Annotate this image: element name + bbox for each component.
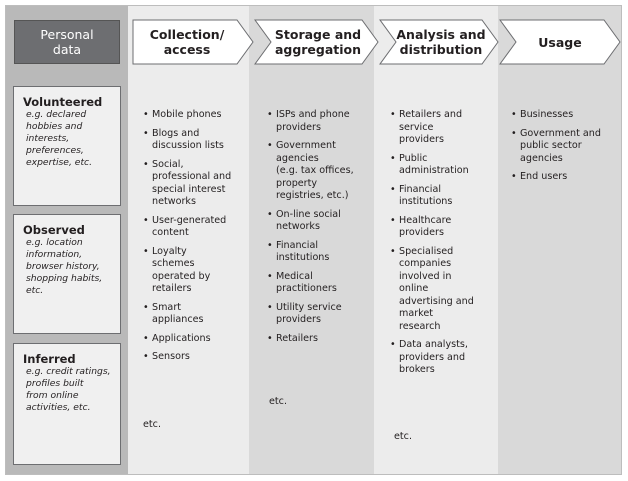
- list-item: Medical practitioners: [267, 271, 373, 296]
- list-item: Mobile phones: [143, 109, 247, 122]
- diagram-frame: [5, 5, 622, 475]
- data-type-volunteered: Volunteered e.g. declared hobbies and in…: [13, 86, 121, 206]
- data-type-description: e.g. declared hobbies and interests, pre…: [26, 109, 93, 168]
- list-item: Government agencies (e.g. tax offices, p…: [267, 140, 373, 203]
- list-item: ISPs and phone providers: [267, 109, 373, 134]
- list-item: Public administration: [390, 153, 496, 178]
- list-item: Healthcare providers: [390, 215, 496, 240]
- list-item: Government and public sector agencies: [511, 128, 619, 166]
- list-item: Financial institutions: [267, 240, 373, 265]
- stage-arrow-collection: [132, 19, 254, 65]
- list-item: Blogs and discussion lists: [143, 128, 247, 153]
- personal-data-header: Personal data: [14, 20, 120, 64]
- list-item: Businesses: [511, 109, 619, 122]
- list-item: Loyalty schemes operated by retailers: [143, 246, 247, 296]
- list-item: Data analysts, providers and brokers: [390, 339, 496, 377]
- storage-list: ISPs and phone providers Government agen…: [267, 109, 373, 351]
- usage-column: [498, 6, 621, 474]
- list-item: Financial institutions: [390, 184, 496, 209]
- data-type-observed: Observed e.g. location information, brow…: [13, 214, 121, 334]
- stage-label-storage: Storage and aggregation: [274, 27, 362, 57]
- stage-arrow-usage: [499, 19, 621, 65]
- stage-label-usage: Usage: [538, 34, 582, 50]
- stage-label-collection: Collection/ access: [149, 27, 225, 57]
- list-item: Utility service providers: [267, 302, 373, 327]
- list-item: Applications: [143, 333, 247, 346]
- analysis-list: Retailers and service providers Public a…: [390, 109, 496, 383]
- list-item: User-generated content: [143, 215, 247, 240]
- list-item: Retailers: [267, 333, 373, 346]
- usage-list: Businesses Government and public sector …: [511, 109, 619, 190]
- storage-etc: etc.: [269, 396, 287, 407]
- collection-list: Mobile phones Blogs and discussion lists…: [143, 109, 247, 370]
- collection-column: [128, 6, 249, 474]
- stage-arrow-storage: [254, 19, 379, 65]
- data-type-description: e.g. location information, browser histo…: [26, 237, 103, 296]
- stage-label-analysis: Analysis and distribution: [396, 27, 486, 57]
- list-item: Sensors: [143, 351, 247, 364]
- list-item: Specialised companies involved in online…: [390, 246, 496, 334]
- data-type-description: e.g. credit ratings, profiles built from…: [26, 366, 111, 413]
- analysis-column: [374, 6, 498, 474]
- list-item: End users: [511, 171, 619, 184]
- data-type-title: Volunteered: [23, 95, 103, 109]
- stage-arrow-analysis: [379, 19, 499, 65]
- data-type-title: Observed: [23, 223, 85, 237]
- collection-etc: etc.: [143, 419, 161, 430]
- list-item: Retailers and service providers: [390, 109, 496, 147]
- list-item: Smart appliances: [143, 302, 247, 327]
- analysis-etc: etc.: [394, 431, 412, 442]
- data-type-title: Inferred: [23, 352, 76, 366]
- list-item: On-line social networks: [267, 209, 373, 234]
- data-type-inferred: Inferred e.g. credit ratings, profiles b…: [13, 343, 121, 465]
- list-item: Social, professional and special interes…: [143, 159, 247, 209]
